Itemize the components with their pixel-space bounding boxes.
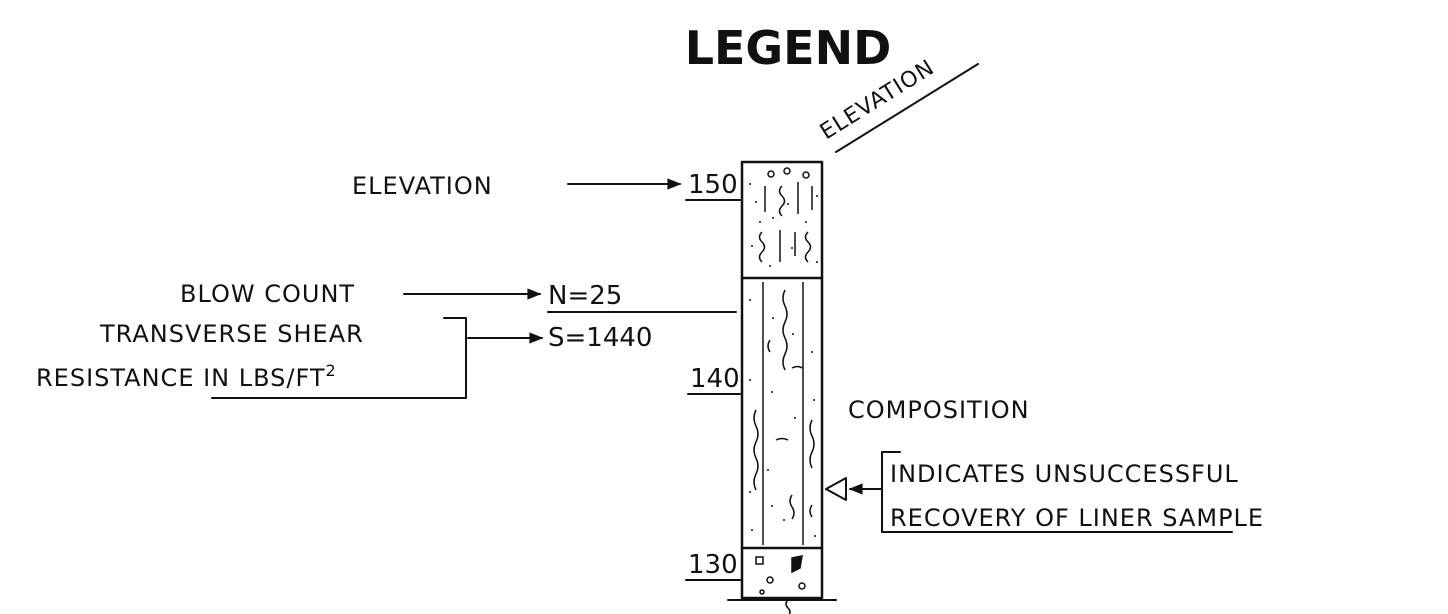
svg-text:140: 140 [690,364,740,394]
svg-text:150: 150 [688,170,738,200]
callout-composition: Composition [848,396,1030,424]
middle-stipple [749,299,816,537]
elevation-tick-130: 130 [685,550,741,581]
shear-bracket [211,317,467,399]
middle-soil-symbols [753,282,815,545]
blow-count-value: N=25 [548,281,622,311]
svg-text:130: 130 [688,550,738,580]
callout-unsuccessful-line2: Recovery of Liner Sample [890,504,1264,532]
shear-value: S=1440 [548,323,652,353]
elevation-tick-140: 140 [687,364,741,395]
shear-unit-superscript: 2 [326,361,337,380]
unsuccessful-recovery-triangle [825,477,847,501]
elevation-tick-150: 150 [685,170,741,201]
bottom-soil-symbols [755,555,806,614]
callout-shear-line2: Resistance in Lbs/Ft2 [36,361,337,392]
legend-title: LEGEND [685,21,892,75]
callout-shear-line1: Transverse Shear [99,320,364,348]
unsuccessful-bracket [881,451,1233,533]
top-soil-symbols [758,167,813,263]
callout-elevation: Elevation [352,172,493,200]
boring-column [727,160,837,614]
column-label-underline [835,63,979,153]
callout-unsuccessful-line1: Indicates Unsuccessful [890,460,1239,488]
callout-blow-count: Blow Count [180,280,355,308]
top-stipple [749,183,818,267]
